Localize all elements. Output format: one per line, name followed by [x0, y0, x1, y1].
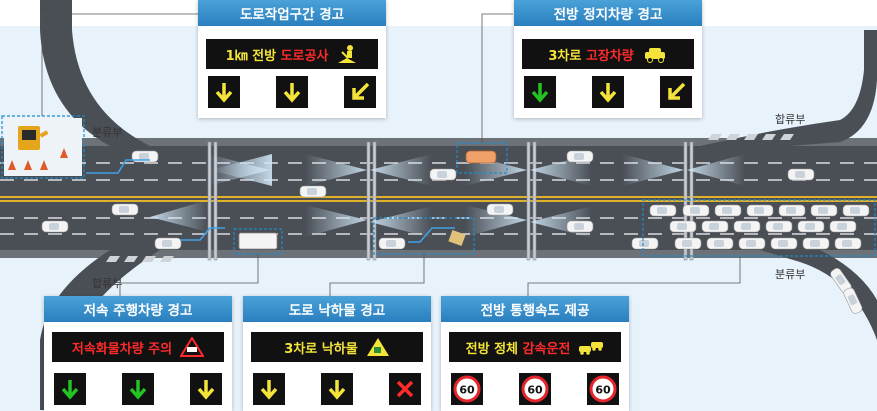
arrow-down-yellow-icon — [215, 83, 233, 103]
lane-signal-3 — [190, 373, 222, 405]
lane-signal-1 — [54, 373, 86, 405]
speed-limit-value: 60 — [595, 384, 611, 397]
panel-roadwork: 도로작업구간 경고 1㎞ 전방 도로공사 — [198, 0, 386, 118]
slow-truck-icon — [180, 337, 205, 357]
arrow-down-yellow-icon — [283, 83, 301, 103]
speed-limit-icon: 60 — [521, 375, 549, 403]
panel-title: 전방 통행속도 제공 — [441, 296, 629, 322]
vms-message: 전방 정체 감속운전 — [449, 332, 621, 362]
stopped-vehicle — [465, 150, 497, 164]
vms-text-yellow: 3차로 — [548, 48, 582, 64]
traffic-jam-icon — [579, 342, 604, 355]
lane-signal-1 — [208, 76, 240, 108]
chevron-marks-bottom — [106, 256, 174, 262]
arrow-down-green-icon — [531, 83, 549, 103]
roadwork-zone — [4, 118, 82, 176]
label-diverge-left: 분류부 — [92, 126, 123, 139]
road-shoulder-bottom — [0, 248, 877, 258]
chevron-marks-top — [708, 134, 794, 140]
speed-limit-icon: 60 — [453, 375, 481, 403]
lane-signal-1 — [253, 373, 285, 405]
arrow-down-yellow-icon — [197, 380, 215, 400]
panel-title: 저속 주행차량 경고 — [44, 296, 232, 322]
lane-signal-3 — [389, 373, 421, 405]
lane-signal-2 — [592, 76, 624, 108]
label-diverge-right: 분류부 — [775, 268, 806, 281]
panel-title: 도로작업구간 경고 — [198, 0, 386, 26]
vms-text-red: 도로공사 — [280, 48, 329, 64]
broken-car-icon — [644, 48, 665, 63]
lane-signal-2 — [321, 373, 353, 405]
lane-signal-3 — [344, 76, 376, 108]
vms-message: 3차로 고장차량 — [522, 39, 694, 69]
label-merge-left: 합류부 — [92, 277, 123, 290]
falling-object-icon — [366, 338, 389, 356]
x-red-icon — [396, 380, 414, 398]
ramp-bottom-right — [760, 250, 877, 340]
panel-title: 도로 낙하물 경고 — [243, 296, 431, 322]
panel-title: 전방 정지차량 경고 — [514, 0, 702, 26]
vms-text-yellow: 3차로 — [284, 341, 318, 357]
arrow-down-yellow-icon — [260, 380, 278, 400]
lane-signal-3 — [660, 76, 692, 108]
arrow-down-left-yellow-icon — [352, 82, 370, 100]
lane-change-paths — [86, 159, 455, 243]
lane-signal-2 — [276, 76, 308, 108]
speed-limit-value: 60 — [527, 384, 543, 397]
vms-text-yellow: 1㎞ 전방 — [225, 48, 277, 64]
arrow-down-yellow-icon — [599, 83, 617, 103]
label-merge-right: 합류부 — [775, 113, 806, 126]
speed-limit-icon: 60 — [589, 375, 617, 403]
debris-object — [448, 229, 466, 247]
vms-message: 저속화물차량 주의 — [52, 332, 224, 362]
arrow-down-yellow-icon — [328, 380, 346, 400]
leader-lines — [41, 13, 741, 296]
slow-truck — [238, 232, 278, 250]
vms-message: 3차로 낙하물 — [251, 332, 423, 362]
arrow-down-left-yellow-icon — [668, 82, 686, 100]
arrow-down-green-icon — [61, 380, 79, 400]
vms-text-yellow-2: 낙하물 — [321, 341, 358, 357]
vms-text-red: 고장차량 — [585, 48, 634, 64]
panel-speed-info: 전방 통행속도 제공 전방 정체 감속운전 60 60 60 — [441, 296, 629, 411]
vms-text-red: 감속운전 — [522, 341, 571, 357]
arrow-down-green-icon — [129, 380, 147, 400]
lane-signal-1 — [524, 76, 556, 108]
speed-limit-sign-3: 60 — [587, 373, 619, 405]
vms-message: 1㎞ 전방 도로공사 — [206, 39, 378, 69]
speed-limit-sign-1: 60 — [451, 373, 483, 405]
road-shoulder-top — [0, 138, 877, 148]
detection-beams — [150, 154, 745, 238]
panel-stopped-vehicle: 전방 정지차량 경고 3차로 고장차량 — [514, 0, 702, 118]
panel-slow-vehicle: 저속 주행차량 경고 저속화물차량 주의 — [44, 296, 232, 411]
panel-debris: 도로 낙하물 경고 3차로 낙하물 — [243, 296, 431, 411]
speed-limit-value: 60 — [459, 384, 475, 397]
gantry-poles — [207, 141, 694, 261]
ramp-top-left — [40, 0, 150, 146]
lane-signal-2 — [122, 373, 154, 405]
road-work-icon — [338, 45, 357, 63]
vms-text-red: 저속화물차량 주의 — [71, 341, 173, 357]
speed-limit-sign-2: 60 — [519, 373, 551, 405]
vms-text-yellow: 전방 정체 — [465, 341, 518, 357]
